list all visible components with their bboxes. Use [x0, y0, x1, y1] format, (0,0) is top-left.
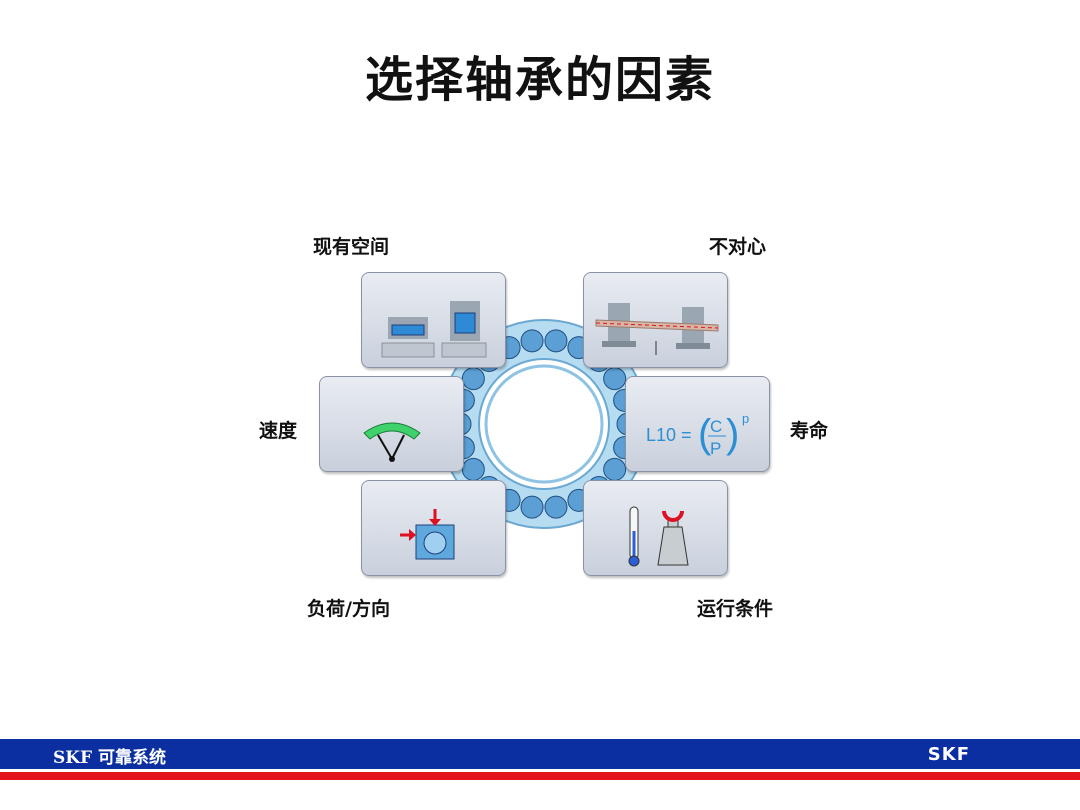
bearing-ball: [603, 457, 627, 481]
housing-icon: [381, 301, 487, 358]
bearing-ball: [520, 329, 544, 353]
svg-text:(: (: [698, 412, 712, 456]
label-life: 寿命: [790, 420, 829, 442]
panel-life: L10 = ( C P ) p: [625, 376, 770, 472]
label-speed: 速度: [259, 420, 298, 442]
speedometer-icon: [363, 422, 421, 462]
panel-space: [361, 272, 506, 368]
bearing-ball: [520, 495, 544, 519]
label-load: 负荷/方向: [307, 598, 390, 620]
bearing-ball: [544, 329, 568, 353]
footer-text: SKF 可靠系统: [53, 748, 167, 768]
page-title: 选择轴承的因素: [364, 52, 715, 108]
footer-bar: SKF 可靠系统 SKF: [0, 739, 1080, 769]
shaft-misalignment-icon: [595, 303, 719, 355]
footer-red-stripe: [0, 772, 1080, 780]
panel-misalignment: [583, 272, 728, 368]
panel-speed: [319, 376, 464, 472]
bearing-ball: [461, 367, 485, 391]
label-misalignment: 不对心: [709, 236, 767, 258]
life-formula-icon: L10 = ( C P ) p: [646, 411, 749, 458]
bearing-ball: [603, 367, 627, 391]
svg-text:): ): [726, 412, 739, 456]
formula-lhs: L10 =: [646, 425, 692, 445]
label-conditions: 运行条件: [697, 598, 774, 620]
formula-numerator: C: [710, 417, 722, 436]
formula-denominator: P: [710, 439, 721, 458]
formula-exponent: p: [742, 411, 749, 426]
bearing-ball: [544, 495, 568, 519]
panel-load: [361, 480, 506, 576]
load-direction-icon: [400, 509, 455, 560]
label-space: 现有空间: [313, 236, 390, 258]
skf-logo: SKF: [927, 744, 970, 765]
thermometer-weight-icon: [628, 506, 689, 567]
bearing-ball: [461, 457, 485, 481]
panel-conditions: [583, 480, 728, 576]
